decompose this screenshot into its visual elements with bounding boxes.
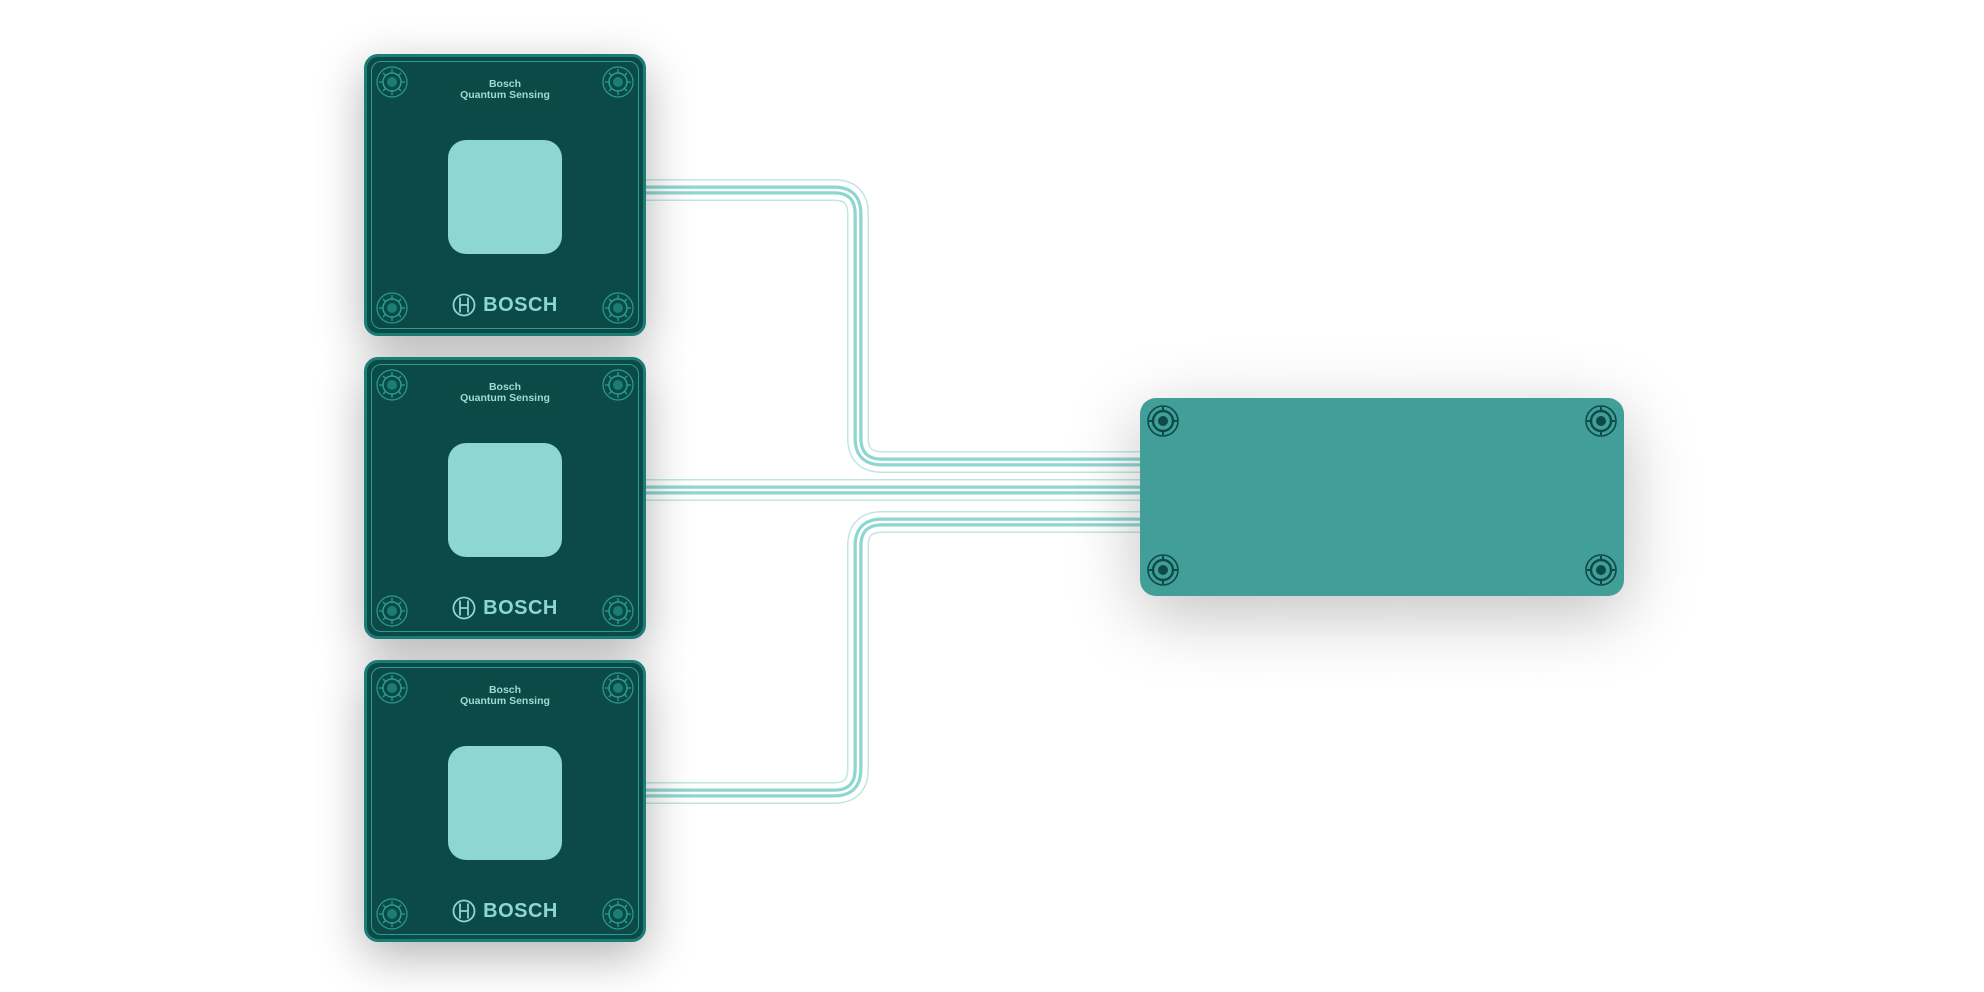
sensor-module-2: Bosch Quantum Sensing	[364, 357, 646, 639]
brand-wordmark: BOSCH	[483, 899, 558, 922]
screw-icon	[1585, 554, 1617, 586]
brand-row: BOSCH	[367, 293, 643, 317]
cable-bottom	[549, 511, 1151, 831]
brand-row: BOSCH	[367, 899, 643, 923]
sensor-module-1: Bosch Quantum Sensing	[364, 54, 646, 336]
module-title-line2: Quantum Sensing	[460, 89, 550, 101]
screw-icon	[602, 672, 634, 704]
screw-icon	[602, 595, 634, 627]
sensor-chip	[448, 746, 562, 860]
sensor-chip	[448, 443, 562, 557]
module-title-line2: Quantum Sensing	[460, 695, 550, 707]
screw-icon	[1585, 405, 1617, 437]
brand-wordmark: BOSCH	[483, 596, 558, 619]
bosch-armature-logo-icon	[452, 596, 476, 620]
module-title-line2: Quantum Sensing	[460, 392, 550, 404]
module-title: Bosch Quantum Sensing	[367, 382, 643, 404]
hub-enclosure	[1140, 398, 1624, 596]
module-title-line1: Bosch	[488, 78, 522, 90]
module-title: Bosch Quantum Sensing	[367, 685, 643, 707]
screw-icon	[376, 369, 408, 401]
screw-icon	[1147, 554, 1179, 586]
sensor-chip	[448, 140, 562, 254]
screw-icon	[376, 66, 408, 98]
module-title-line1: Bosch	[488, 684, 522, 696]
screw-icon	[602, 369, 634, 401]
screw-icon	[602, 292, 634, 324]
screw-icon	[376, 672, 408, 704]
module-title-line1: Bosch	[488, 381, 522, 393]
screw-icon	[602, 66, 634, 98]
module-title: Bosch Quantum Sensing	[367, 79, 643, 101]
screw-icon	[376, 292, 408, 324]
screw-icon	[1147, 405, 1179, 437]
brand-row: BOSCH	[367, 596, 643, 620]
screw-icon	[376, 898, 408, 930]
cable-top	[549, 179, 1151, 473]
screw-icon	[602, 898, 634, 930]
screw-icon	[376, 595, 408, 627]
bosch-armature-logo-icon	[452, 293, 476, 317]
bosch-armature-logo-icon	[452, 899, 476, 923]
sensor-module-3: Bosch Quantum Sensing	[364, 660, 646, 942]
brand-wordmark: BOSCH	[483, 293, 558, 316]
